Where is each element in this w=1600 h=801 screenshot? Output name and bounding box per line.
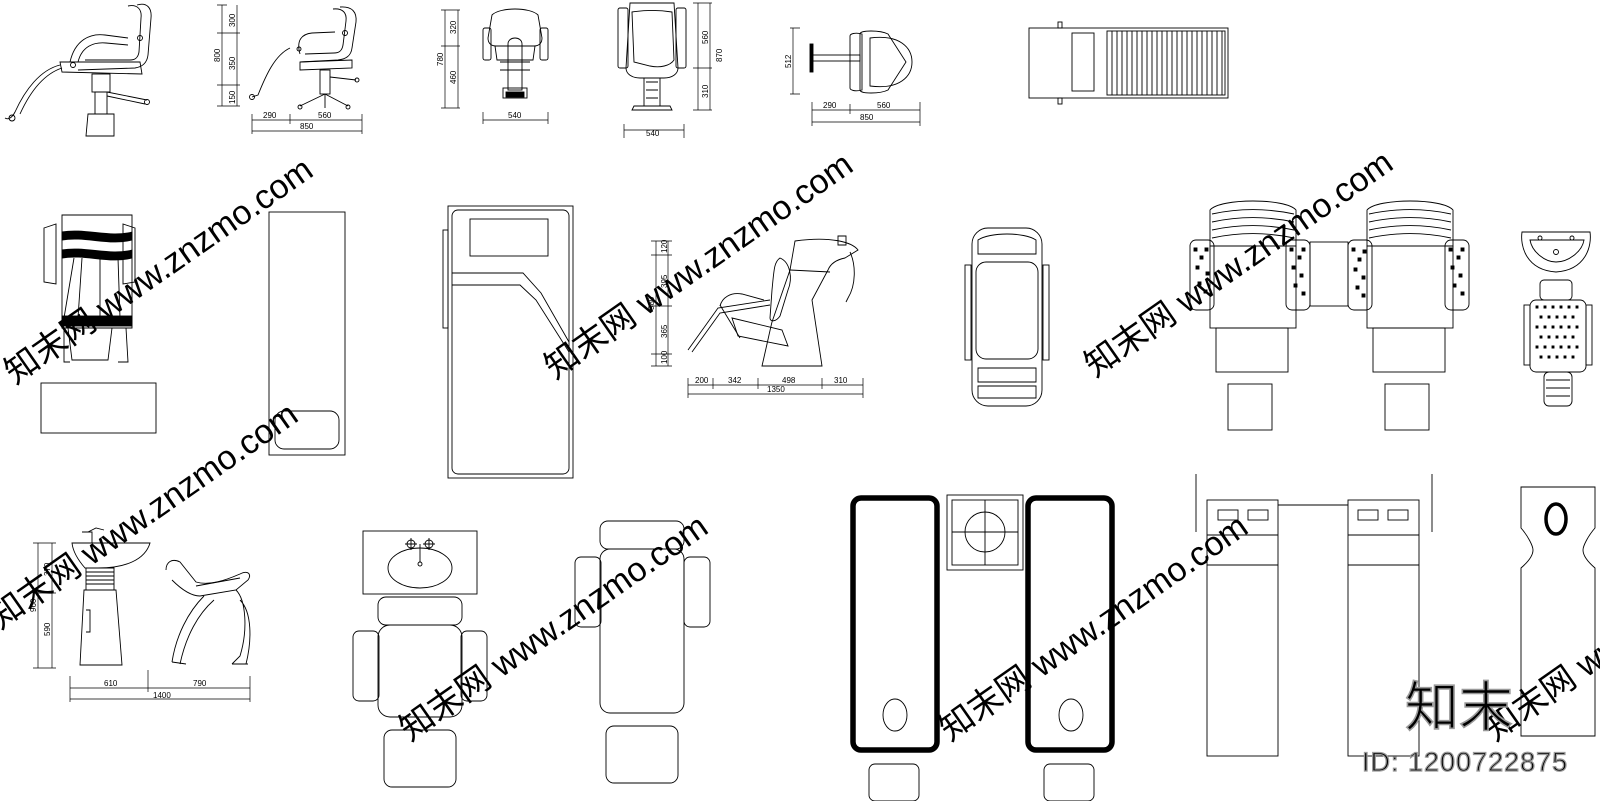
dim-bed-w2: 342 xyxy=(728,376,742,385)
dim-basin-h1: 370 xyxy=(43,562,52,576)
dim-chair-back-h1: 560 xyxy=(701,30,710,44)
dim-bed-h1: 120 xyxy=(660,239,669,253)
dim-chair-side-total: 800 xyxy=(213,48,222,62)
dim-bed-h3: 365 xyxy=(660,324,669,338)
dim-chair-front-h2: 460 xyxy=(449,70,458,84)
dim-chair-top-w1: 290 xyxy=(823,101,837,110)
face-hole-bed-plan xyxy=(1520,486,1596,737)
bed-counter-pair xyxy=(1195,474,1433,757)
salon-chair-back-view: 560 310 870 540 xyxy=(617,2,724,138)
brand-logo-text: 知末 xyxy=(1405,678,1513,738)
dim-chair-back-h2: 310 xyxy=(701,84,710,98)
dim-chair-top-depth: 512 xyxy=(784,54,793,68)
watermark-text: 知末网 www.znzmo.com xyxy=(393,507,715,748)
massage-chair-plan xyxy=(964,227,1050,407)
image-id-text: ID: 1200722875 xyxy=(1362,747,1568,777)
dim-basin-total: 960 xyxy=(29,598,38,612)
treatment-bed-plan xyxy=(442,205,574,479)
dim-chair-front-w: 540 xyxy=(508,111,522,120)
chair-with-towel-top-view xyxy=(40,214,157,434)
watermark-layer: 知末网 www.znzmo.com 知末网 www.znzmo.com 知末网 … xyxy=(0,143,1600,748)
dim-chair-side-h3: 150 xyxy=(228,90,237,104)
massage-bed-pair xyxy=(850,494,1115,801)
dim-basin-wt: 1400 xyxy=(153,691,171,700)
basin-chair-top-view xyxy=(1521,231,1593,407)
dim-chair-back-w: 540 xyxy=(646,129,660,138)
dim-chair-side-w1: 290 xyxy=(263,111,277,120)
dim-basin-h2: 590 xyxy=(43,622,52,636)
pedicure-chair-pair xyxy=(1189,200,1470,431)
salon-chair-front-view: 320 460 780 540 xyxy=(436,8,549,124)
shampoo-basin-side-view: 370 590 960 610 790 1400 xyxy=(29,527,251,702)
dim-chair-front-total: 780 xyxy=(436,52,445,66)
dim-bed-w4: 310 xyxy=(834,376,848,385)
dim-bed-total: 980 xyxy=(647,296,656,310)
salon-chair-side-view xyxy=(4,3,152,137)
watermark-text: 知末网 www.znzmo.com xyxy=(0,395,305,636)
cabinet-plan xyxy=(268,211,346,456)
watermark-text: 知末网 www.znzmo.com xyxy=(0,150,320,391)
watermark-text: 知末网 www.znzmo.com xyxy=(1078,143,1400,384)
salon-chair-top-view: 512 290 560 850 xyxy=(784,27,921,126)
shampoo-bed-side-view: 120 395 365 100 980 200 342 498 310 1350 xyxy=(647,235,864,398)
dim-chair-top-wt: 850 xyxy=(860,113,874,122)
dim-chair-side-w2: 560 xyxy=(318,111,332,120)
watermark-text: 知末网 www.znzmo.com xyxy=(538,145,860,386)
dim-bed-w3: 498 xyxy=(782,376,796,385)
facial-bed-plan xyxy=(574,520,711,784)
dim-chair-top-w2: 560 xyxy=(877,101,891,110)
dim-chair-side-h2: 350 xyxy=(228,56,237,70)
dim-bed-h4: 100 xyxy=(660,350,669,364)
dim-chair-side-h1: 300 xyxy=(228,13,237,27)
basin-station-plan xyxy=(352,530,488,788)
dim-bed-w1: 200 xyxy=(695,376,709,385)
salon-chair-side-view-dimensioned: 300 350 150 800 290 560 850 xyxy=(213,4,363,134)
watermark-text: 知末网 www.znzmo.com xyxy=(933,507,1255,748)
brand-watermark: 知末 ID: 1200722875 xyxy=(1361,677,1568,777)
dim-basin-w1: 610 xyxy=(104,679,118,688)
dim-chair-side-wt: 850 xyxy=(300,122,314,131)
dim-chair-back-total: 870 xyxy=(715,48,724,62)
dim-bed-wt: 1350 xyxy=(767,385,785,394)
dim-chair-front-h1: 320 xyxy=(449,20,458,34)
dim-bed-h2: 395 xyxy=(660,274,669,288)
dim-basin-w2: 790 xyxy=(193,679,207,688)
wash-bench-slatted-top-view xyxy=(1028,21,1229,105)
